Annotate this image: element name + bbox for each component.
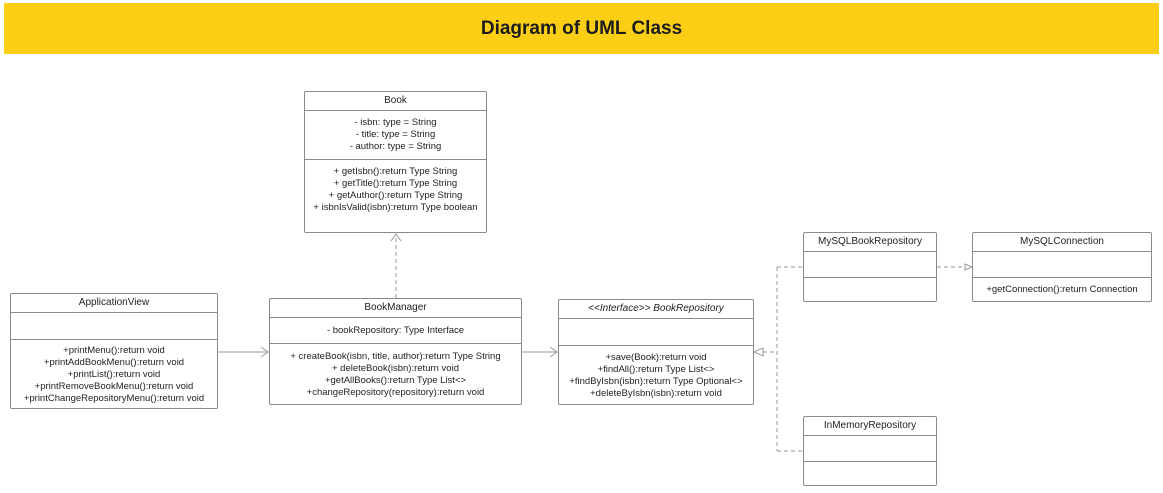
attributes-section bbox=[11, 313, 217, 340]
attribute: - isbn: type = String bbox=[354, 117, 437, 128]
methods-section: +getConnection():return Connection bbox=[973, 278, 1151, 302]
method: +printMenu():return void bbox=[63, 344, 165, 356]
methods-section bbox=[804, 278, 936, 302]
method: + isbnIsValid(isbn):return Type boolean bbox=[313, 202, 478, 213]
method: + deleteBook(isbn):return void bbox=[331, 362, 459, 374]
realization-triangle bbox=[752, 347, 764, 357]
methods-section bbox=[804, 462, 936, 486]
method: +printList():return void bbox=[67, 368, 161, 380]
attributes-section bbox=[559, 319, 753, 346]
attributes-section: - bookRepository: Type Interface bbox=[270, 318, 521, 344]
class-book-repository: <<Interface>> BookRepository +save(Book)… bbox=[558, 299, 754, 405]
method: + getAuthor():return Type String bbox=[328, 190, 463, 201]
class-application-view: ApplicationView +printMenu():return void… bbox=[10, 293, 218, 409]
class-mysql-connection: MySQLConnection +getConnection():return … bbox=[972, 232, 1152, 302]
method: + createBook(isbn, title, author):return… bbox=[290, 350, 501, 362]
class-name: Book bbox=[305, 92, 486, 111]
attributes-section bbox=[804, 252, 936, 278]
method: +findAll():return Type List<> bbox=[597, 363, 715, 375]
attribute: - author: type = String bbox=[349, 141, 442, 152]
class-in-memory-repository: InMemoryRepository bbox=[803, 416, 937, 486]
class-book-manager: BookManager - bookRepository: Type Inter… bbox=[269, 298, 522, 405]
method: + getIsbn():return Type String bbox=[333, 166, 458, 177]
title-banner: Diagram of UML Class bbox=[4, 3, 1159, 54]
method: +printRemoveBookMenu():return void bbox=[34, 380, 194, 392]
attribute: - bookRepository: Type Interface bbox=[326, 324, 465, 336]
class-name: MySQLConnection bbox=[973, 233, 1151, 252]
arrowhead-connection bbox=[964, 263, 974, 271]
method: +printChangeRepositoryMenu():return void bbox=[23, 392, 205, 404]
class-name: InMemoryRepository bbox=[804, 417, 936, 436]
method: +printAddBookMenu():return void bbox=[43, 356, 185, 368]
method: +changeRepository(repository):return voi… bbox=[306, 386, 485, 398]
methods-section: + getIsbn():return Type String + getTitl… bbox=[305, 160, 486, 233]
class-book: Book - isbn: type = String - title: type… bbox=[304, 91, 487, 233]
arrowhead-repository bbox=[549, 346, 558, 358]
class-name: ApplicationView bbox=[11, 294, 217, 313]
attributes-section: - isbn: type = String - title: type = St… bbox=[305, 111, 486, 160]
methods-section: + createBook(isbn, title, author):return… bbox=[270, 344, 521, 405]
method: +getConnection():return Connection bbox=[986, 284, 1138, 295]
methods-section: +printMenu():return void +printAddBookMe… bbox=[11, 340, 217, 409]
method: +save(Book):return void bbox=[605, 351, 707, 363]
attribute: - title: type = String bbox=[355, 129, 436, 140]
attributes-section bbox=[973, 252, 1151, 278]
method: +getAllBooks():return Type List<> bbox=[324, 374, 467, 386]
method: +deleteByIsbn(isbn):return void bbox=[590, 387, 722, 399]
class-name: MySQLBookRepository bbox=[804, 233, 936, 252]
class-mysql-book-repository: MySQLBookRepository bbox=[803, 232, 937, 302]
method: +findByIsbn(isbn):return Type Optional<> bbox=[569, 375, 743, 387]
methods-section: +save(Book):return void +findAll():retur… bbox=[559, 346, 753, 405]
method: + getTitle():return Type String bbox=[333, 178, 458, 189]
attributes-section bbox=[804, 436, 936, 462]
class-name: BookManager bbox=[270, 299, 521, 318]
diagram-title: Diagram of UML Class bbox=[480, 17, 683, 39]
class-name: <<Interface>> BookRepository bbox=[559, 300, 753, 319]
arrowhead-book bbox=[390, 233, 402, 242]
arrowhead-bookmanager bbox=[260, 346, 269, 358]
